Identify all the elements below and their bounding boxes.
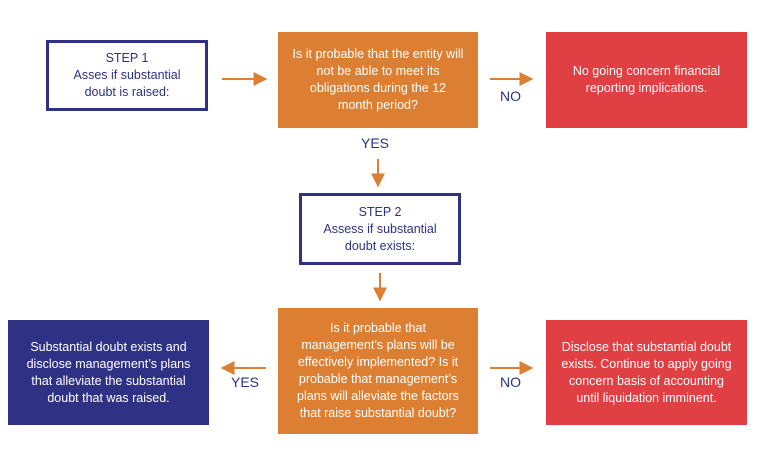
- label-no-2: NO: [500, 374, 521, 390]
- outcome-disclose-doubt-box: Disclose that substantial doubt exists. …: [546, 320, 747, 425]
- label-yes-1: YES: [361, 135, 390, 151]
- step1-box: STEP 1 Asses if substantial doubt is rai…: [46, 40, 208, 111]
- outcome-doubt-exists-plans-box: Substantial doubt exists and disclose ma…: [8, 320, 209, 425]
- question2-text: Is it probable that management’s plans w…: [297, 321, 459, 420]
- outcome-no-going-concern-text: No going concern financial reporting imp…: [572, 64, 721, 95]
- label-yes-2: YES: [231, 374, 260, 390]
- outcome-doubt-exists-plans-text: Substantial doubt exists and disclose ma…: [26, 339, 191, 405]
- outcome-disclose-doubt-text: Disclose that substantial doubt exists. …: [561, 339, 732, 405]
- question1-text: Is it probable that the entity will not …: [292, 47, 464, 112]
- label-no-1: NO: [500, 88, 521, 104]
- step1-text: STEP 1 Asses if substantial doubt is rai…: [73, 51, 181, 99]
- step2-text: STEP 2 Assess if substantial doubt exist…: [323, 204, 437, 253]
- step2-box: STEP 2 Assess if substantial doubt exist…: [299, 193, 461, 265]
- question1-box: Is it probable that the entity will not …: [278, 32, 478, 128]
- outcome-no-going-concern-box: No going concern financial reporting imp…: [546, 32, 747, 128]
- question2-box: Is it probable that management’s plans w…: [278, 308, 478, 434]
